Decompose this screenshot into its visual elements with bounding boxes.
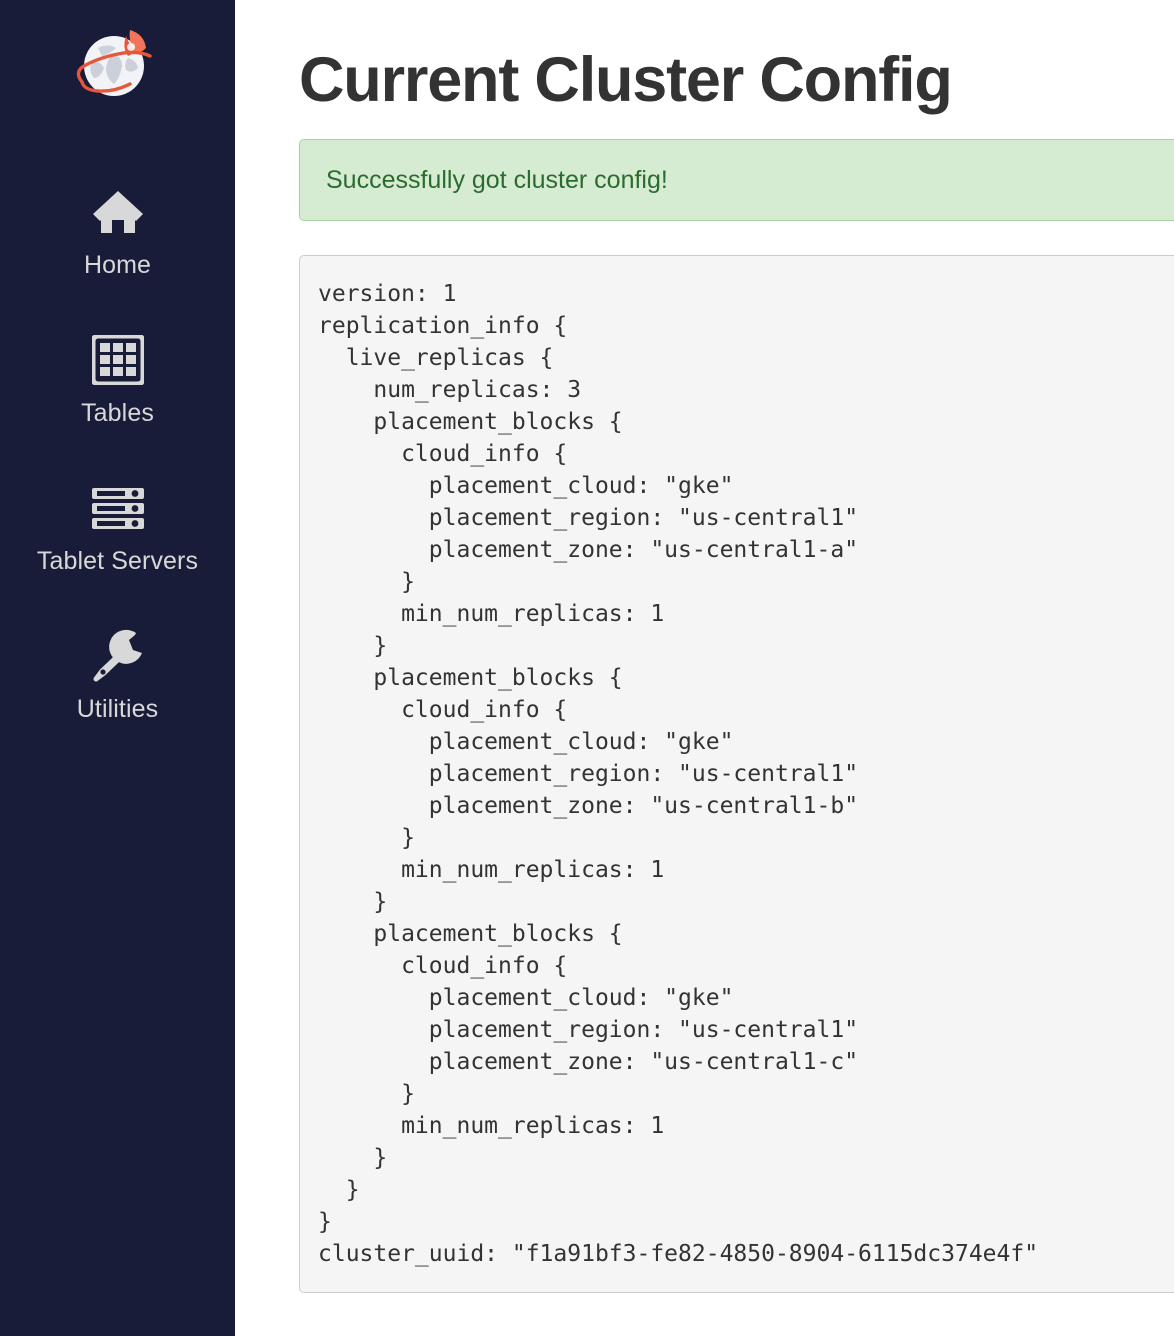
- sidebar-item-home[interactable]: Home: [0, 184, 235, 280]
- sidebar-item-label-utilities: Utilities: [76, 695, 159, 723]
- home-icon: [90, 184, 146, 240]
- sidebar-item-label-home: Home: [83, 251, 152, 279]
- server-rack-icon: [90, 480, 146, 536]
- cluster-config-text: version: 1 replication_info { live_repli…: [318, 281, 1039, 1267]
- success-alert-message: Successfully got cluster config!: [326, 166, 668, 194]
- sidebar-item-utilities[interactable]: Utilities: [0, 628, 235, 724]
- wrench-icon: [90, 628, 146, 684]
- main-content: Current Cluster Config Successfully got …: [235, 0, 1174, 1336]
- sidebar-item-label-tablet-servers: Tablet Servers: [36, 547, 199, 575]
- cluster-config-card: version: 1 replication_info { live_repli…: [299, 255, 1174, 1293]
- yugabyte-rocket-globe-logo[interactable]: [68, 22, 168, 114]
- success-alert: Successfully got cluster config!: [299, 139, 1174, 221]
- sidebar-item-label-tables: Tables: [81, 399, 154, 427]
- sidebar: Home Tables: [0, 0, 235, 1336]
- table-grid-icon: [90, 332, 146, 388]
- sidebar-item-tablet-servers[interactable]: Tablet Servers: [0, 480, 235, 576]
- sidebar-item-tables[interactable]: Tables: [0, 332, 235, 428]
- page-title: Current Cluster Config: [299, 45, 953, 115]
